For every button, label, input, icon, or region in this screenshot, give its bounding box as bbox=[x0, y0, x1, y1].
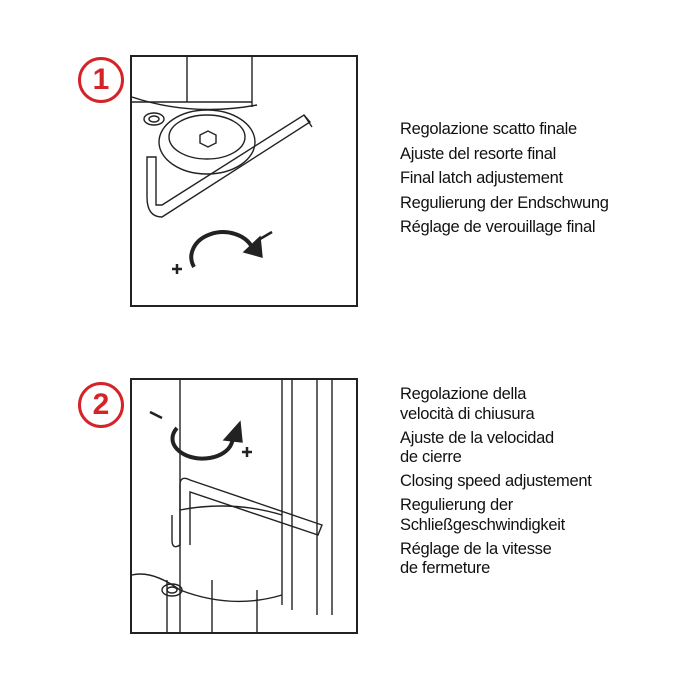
description-line: Regulierung der Endschwung bbox=[400, 193, 609, 212]
description-line: velocità di chiusura bbox=[400, 404, 535, 423]
description-line: Réglage de verouillage final bbox=[400, 218, 596, 236]
description-item: Ajuste de la velocidad de cierre bbox=[400, 429, 592, 468]
step-1-illustration bbox=[130, 55, 358, 307]
description-line: de cierre bbox=[400, 448, 462, 466]
description-line: Ajuste de la velocidad bbox=[400, 428, 554, 447]
step-2-illustration bbox=[130, 378, 358, 634]
description-line: Regulierung der bbox=[400, 496, 513, 514]
step-1-number: 1 bbox=[78, 57, 124, 103]
step-2-description: Regolazione della velocità di chiusura A… bbox=[400, 385, 592, 583]
description-line: de fermeture bbox=[400, 559, 490, 577]
description-line: Regolazione scatto finale bbox=[400, 120, 577, 138]
step-1-description: Regolazione scatto finale Ajuste del res… bbox=[400, 117, 609, 240]
description-item: Regulierung der Schließgeschwindigkeit bbox=[400, 496, 592, 535]
description-line: Final latch adjustement bbox=[400, 169, 563, 187]
description-line: Ajuste del resorte final bbox=[400, 144, 557, 163]
description-item: Réglage de la vitesse de fermeture bbox=[400, 540, 592, 579]
description-line: Réglage de la vitesse bbox=[400, 539, 552, 558]
description-line: Closing speed adjustement bbox=[400, 472, 592, 490]
description-line: Regolazione della bbox=[400, 385, 527, 403]
description-item: Regolazione della velocità di chiusura bbox=[400, 385, 592, 424]
step-2-number: 2 bbox=[78, 382, 124, 428]
description-item: Closing speed adjustement bbox=[400, 472, 592, 492]
description-line: Schließgeschwindigkeit bbox=[400, 515, 565, 534]
